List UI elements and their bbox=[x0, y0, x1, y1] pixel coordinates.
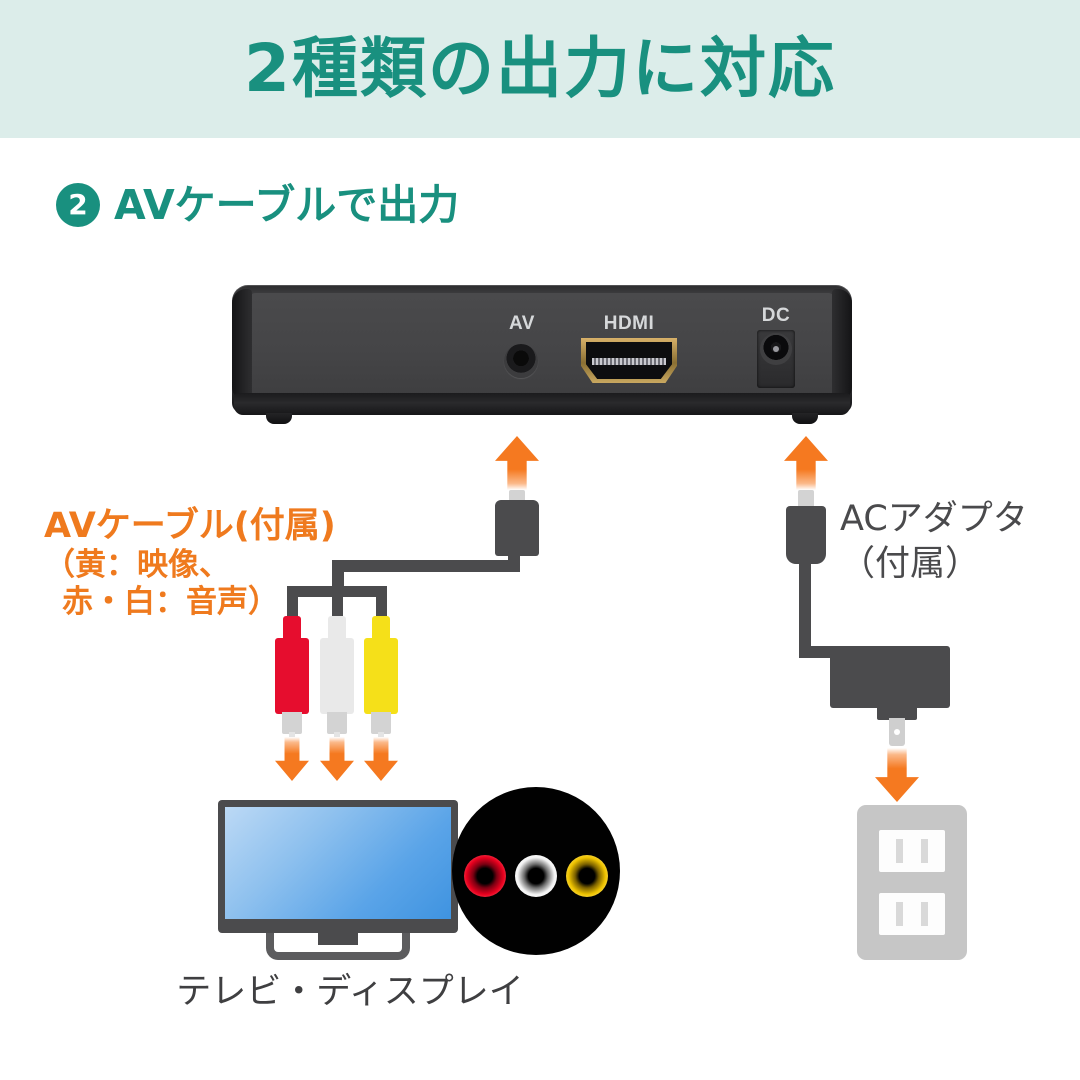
tv-stand bbox=[266, 933, 410, 960]
av-cable-label-line3: 赤・白：音声） bbox=[62, 583, 279, 620]
av-cable-horizontal-main bbox=[332, 560, 520, 572]
tv-jack-closeup bbox=[452, 787, 620, 955]
av-plug-body bbox=[495, 500, 539, 556]
outlet-slot bbox=[896, 902, 903, 926]
av-cable-branch-white bbox=[332, 586, 343, 622]
av-cable-label: AVケーブル(付属) （黄：映像、 赤・白：音声） bbox=[44, 506, 336, 620]
dc-center-pin bbox=[773, 346, 779, 352]
tv-jack-red bbox=[464, 855, 506, 897]
rca-neck bbox=[283, 616, 301, 642]
device-base bbox=[234, 393, 850, 415]
device-right-edge bbox=[832, 289, 852, 401]
step-heading: 2 AVケーブルで出力 bbox=[56, 183, 459, 227]
av-cable-label-line1: AVケーブル(付属) bbox=[44, 506, 336, 546]
tv-caption: テレビ・ディスプレイ bbox=[176, 972, 524, 1012]
device-foot-left bbox=[266, 413, 292, 424]
device-face bbox=[248, 293, 836, 397]
outlet-slot bbox=[921, 839, 928, 863]
header-band: 2種類の出力に対応 bbox=[0, 0, 1080, 138]
device-rear-panel: AV HDMI DC bbox=[232, 285, 852, 425]
page-title: 2種類の出力に対応 bbox=[244, 30, 836, 107]
rca-body bbox=[364, 638, 398, 714]
ac-adapter-body bbox=[830, 646, 950, 708]
tv-screen bbox=[225, 807, 451, 919]
arrow-down-icon-ac bbox=[875, 748, 919, 802]
ac-adapter-label-line1: ACアダプタ bbox=[840, 499, 1028, 539]
outlet-socket-bottom bbox=[879, 893, 945, 935]
arrow-down-icon-red bbox=[275, 737, 309, 781]
wall-outlet bbox=[857, 805, 967, 960]
av-cable-branch-red bbox=[287, 586, 298, 622]
device-left-edge bbox=[232, 289, 252, 401]
arrow-down-icon-white bbox=[320, 737, 354, 781]
step-number-badge: 2 bbox=[56, 183, 100, 227]
arrow-up-icon-av bbox=[495, 436, 539, 490]
ac-adapter-label-line2: （付属） bbox=[840, 543, 981, 584]
av-cable-label-line2: （黄：映像、 bbox=[44, 547, 230, 584]
outlet-slot bbox=[896, 839, 903, 863]
port-label-hdmi: HDMI bbox=[603, 313, 655, 334]
step-label: AVケーブルで出力 bbox=[114, 180, 460, 229]
rca-neck bbox=[328, 616, 346, 642]
rca-body bbox=[320, 638, 354, 714]
rca-neck bbox=[372, 616, 390, 642]
av-port bbox=[504, 344, 538, 378]
hdmi-port bbox=[581, 338, 677, 383]
ac-adapter-nub bbox=[877, 706, 917, 720]
arrow-up-icon-dc bbox=[784, 436, 828, 490]
rca-metal-tip bbox=[282, 712, 302, 734]
device-foot-right bbox=[792, 413, 818, 424]
outlet-slot bbox=[921, 902, 928, 926]
tv-jack-yellow bbox=[566, 855, 608, 897]
ac-adapter-label: ACアダプタ （付属） bbox=[840, 497, 1028, 587]
rca-metal-tip bbox=[327, 712, 347, 734]
rca-body bbox=[275, 638, 309, 714]
outlet-socket-top bbox=[879, 830, 945, 872]
hdmi-contacts bbox=[592, 358, 666, 365]
tv-display bbox=[218, 800, 458, 960]
ac-adapter-prong-hole bbox=[894, 729, 900, 735]
dc-cable-vertical bbox=[799, 560, 811, 658]
dc-plug-body bbox=[786, 506, 826, 564]
tv-neck bbox=[318, 933, 358, 945]
port-label-dc: DC bbox=[761, 305, 791, 326]
arrow-down-icon-yellow bbox=[364, 737, 398, 781]
rca-metal-tip bbox=[371, 712, 391, 734]
tv-jack-white bbox=[515, 855, 557, 897]
av-cable-branch-yellow bbox=[376, 586, 387, 622]
port-label-av: AV bbox=[509, 313, 535, 334]
